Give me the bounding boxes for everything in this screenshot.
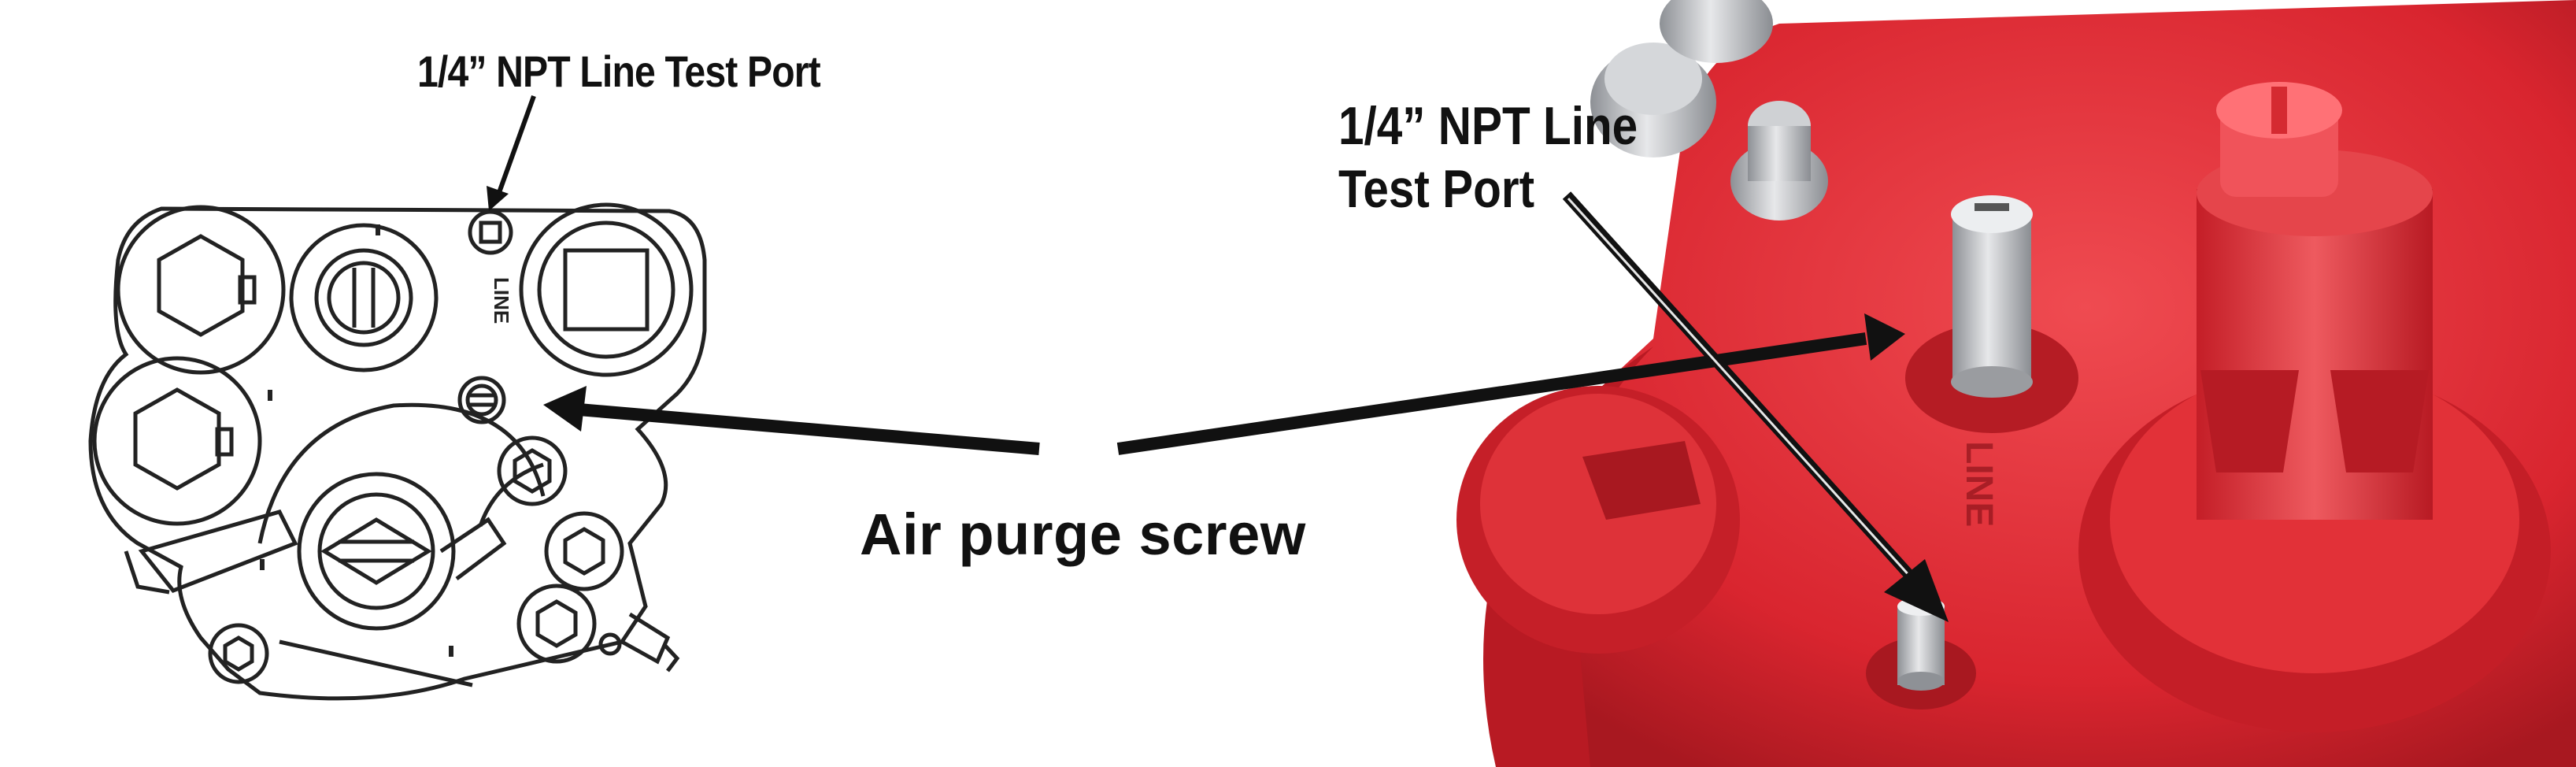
test-port-label-right: 1/4” NPT Line Test Port xyxy=(1338,94,1718,220)
pump-line-drawing: LINE xyxy=(88,94,707,701)
air-purge-screw-label: Air purge screw xyxy=(860,502,1306,567)
line-mark-drawing: LINE xyxy=(490,277,513,324)
test-port-label-right-line1: 1/4” NPT Line xyxy=(1338,96,1638,156)
test-port-label-right-line2: Test Port xyxy=(1338,159,1535,219)
red-pump-photo: LINE xyxy=(1456,0,2576,767)
line-mark-photo: LINE xyxy=(1958,441,2000,527)
test-port-label-left: 1/4” NPT Line Test Port xyxy=(417,46,821,96)
